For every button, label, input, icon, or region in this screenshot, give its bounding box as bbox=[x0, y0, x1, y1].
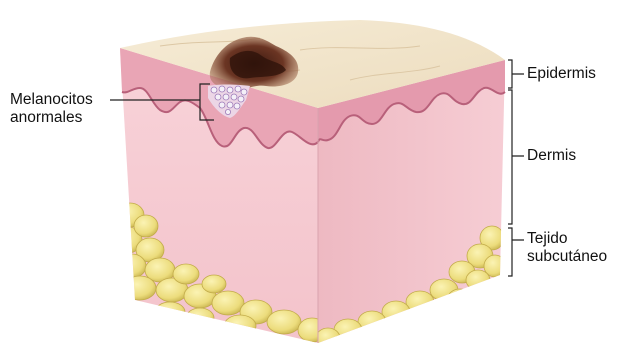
label-subcutaneous-tissue: Tejido subcutáneo bbox=[527, 230, 607, 266]
bracket-dermis bbox=[508, 90, 524, 224]
label-abnormal-melanocytes: Melanocitos anormales bbox=[10, 91, 93, 127]
label-subcutaneous-line1: Tejido bbox=[527, 230, 607, 248]
bracket-subcutaneous bbox=[508, 228, 524, 276]
label-melanocytes-line1: Melanocitos bbox=[10, 91, 93, 109]
label-melanocytes-line2: anormales bbox=[10, 109, 93, 127]
label-epidermis: Epidermis bbox=[527, 65, 596, 83]
bracket-epidermis bbox=[508, 60, 524, 88]
label-dermis: Dermis bbox=[527, 147, 576, 165]
label-subcutaneous-line2: subcutáneo bbox=[527, 248, 607, 266]
